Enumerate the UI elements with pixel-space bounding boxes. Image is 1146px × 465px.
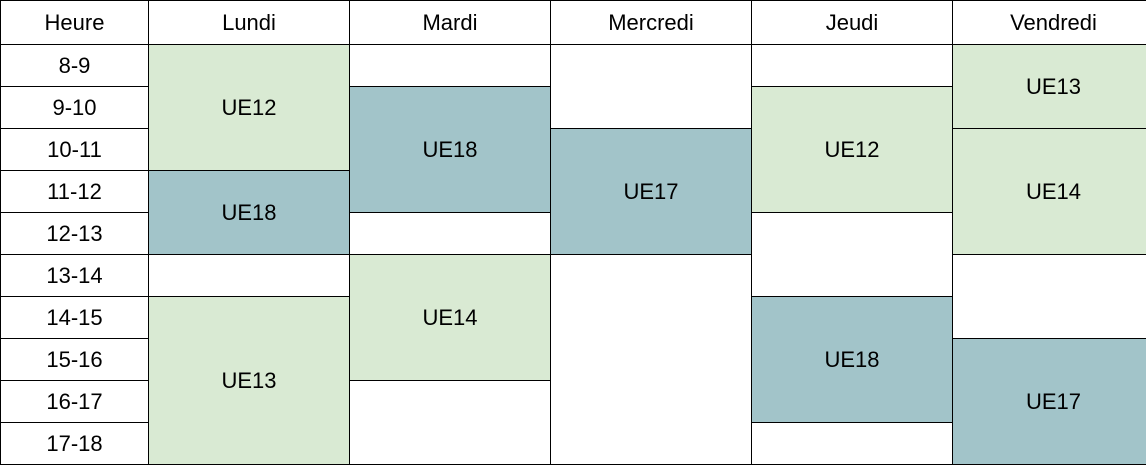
empty-slot	[551, 255, 752, 465]
empty-slot	[953, 255, 1146, 339]
empty-slot	[149, 255, 350, 297]
header-vendredi: Vendredi	[953, 1, 1146, 45]
header-lundi: Lundi	[149, 1, 350, 45]
empty-slot	[350, 213, 551, 255]
header-row: Heure Lundi Mardi Mercredi Jeudi Vendred…	[1, 1, 1146, 45]
header-mercredi: Mercredi	[551, 1, 752, 45]
hour-label: 15-16	[1, 339, 149, 381]
hour-label: 17-18	[1, 423, 149, 465]
course-slot-lundi-ue18: UE18	[149, 171, 350, 255]
empty-slot	[350, 381, 551, 465]
hour-label: 9-10	[1, 87, 149, 129]
hour-label: 16-17	[1, 381, 149, 423]
header-jeudi: Jeudi	[752, 1, 953, 45]
course-slot-lundi-ue12: UE12	[149, 45, 350, 171]
course-slot-lundi-ue13: UE13	[149, 297, 350, 465]
hour-label: 14-15	[1, 297, 149, 339]
hour-label: 12-13	[1, 213, 149, 255]
course-slot-vendredi-ue17: UE17	[953, 339, 1146, 465]
header-mardi: Mardi	[350, 1, 551, 45]
course-slot-vendredi-ue14: UE14	[953, 129, 1146, 255]
empty-slot	[551, 45, 752, 129]
course-slot-jeudi-ue12: UE12	[752, 87, 953, 213]
table-row: 8-9 UE12 UE13	[1, 45, 1146, 87]
hour-label: 11-12	[1, 171, 149, 213]
course-slot-jeudi-ue18: UE18	[752, 297, 953, 423]
hour-label: 8-9	[1, 45, 149, 87]
empty-slot	[350, 45, 551, 87]
empty-slot	[752, 213, 953, 297]
empty-slot	[752, 45, 953, 87]
hour-label: 10-11	[1, 129, 149, 171]
course-slot-mardi-ue18: UE18	[350, 87, 551, 213]
table-row: 13-14 UE14	[1, 255, 1146, 297]
course-slot-mardi-ue14: UE14	[350, 255, 551, 381]
hour-label: 13-14	[1, 255, 149, 297]
empty-slot	[752, 423, 953, 465]
course-slot-vendredi-ue13: UE13	[953, 45, 1146, 129]
header-heure: Heure	[1, 1, 149, 45]
course-slot-mercredi-ue17: UE17	[551, 129, 752, 255]
